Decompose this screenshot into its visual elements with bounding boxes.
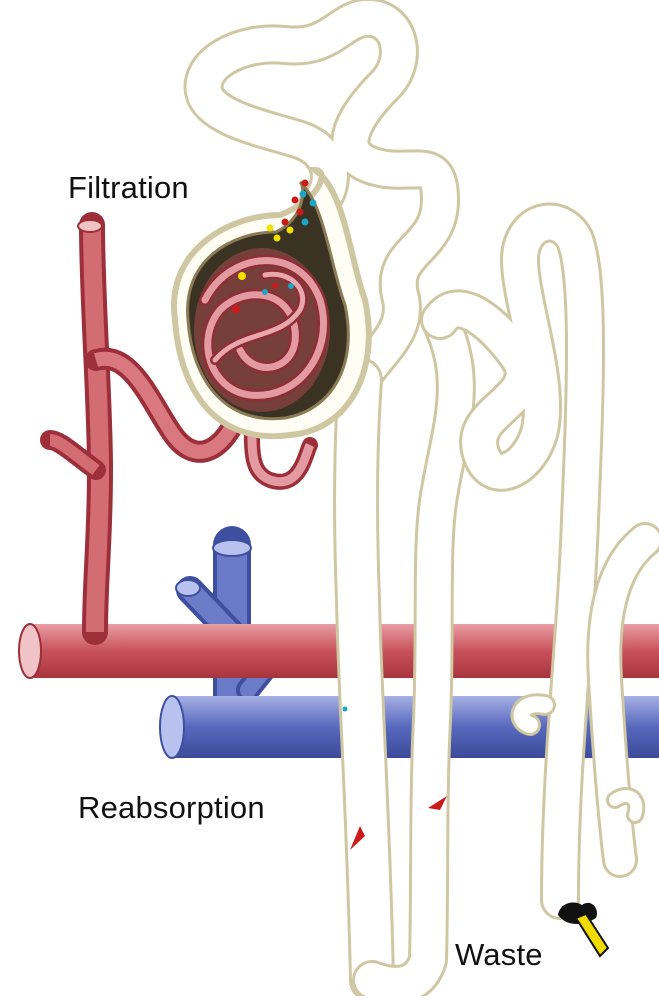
- red-particle: [272, 283, 278, 289]
- waste-icon: [558, 902, 608, 956]
- red-particle: [302, 180, 309, 187]
- yellow-particle: [274, 235, 281, 242]
- glomerulus: [194, 248, 330, 412]
- reabsorption-label: Reabsorption: [78, 790, 265, 826]
- cyan-particle: [262, 289, 268, 295]
- red-particle: [297, 209, 304, 216]
- red-particle: [292, 197, 299, 204]
- cyan-particle: [288, 283, 294, 289]
- cyan-particle: [343, 707, 348, 712]
- cyan-particle: [310, 200, 317, 207]
- yellow-particle: [287, 227, 294, 234]
- cyan-particle: [300, 191, 307, 198]
- filtration-label: Filtration: [68, 170, 189, 206]
- cyan-particle: [302, 219, 309, 226]
- red-particle: [282, 219, 289, 226]
- yellow-particle: [238, 272, 246, 280]
- waste-label: Waste: [455, 937, 543, 973]
- yellow-particle: [267, 225, 274, 232]
- red-particle: [232, 305, 240, 313]
- tubules: [204, 18, 645, 985]
